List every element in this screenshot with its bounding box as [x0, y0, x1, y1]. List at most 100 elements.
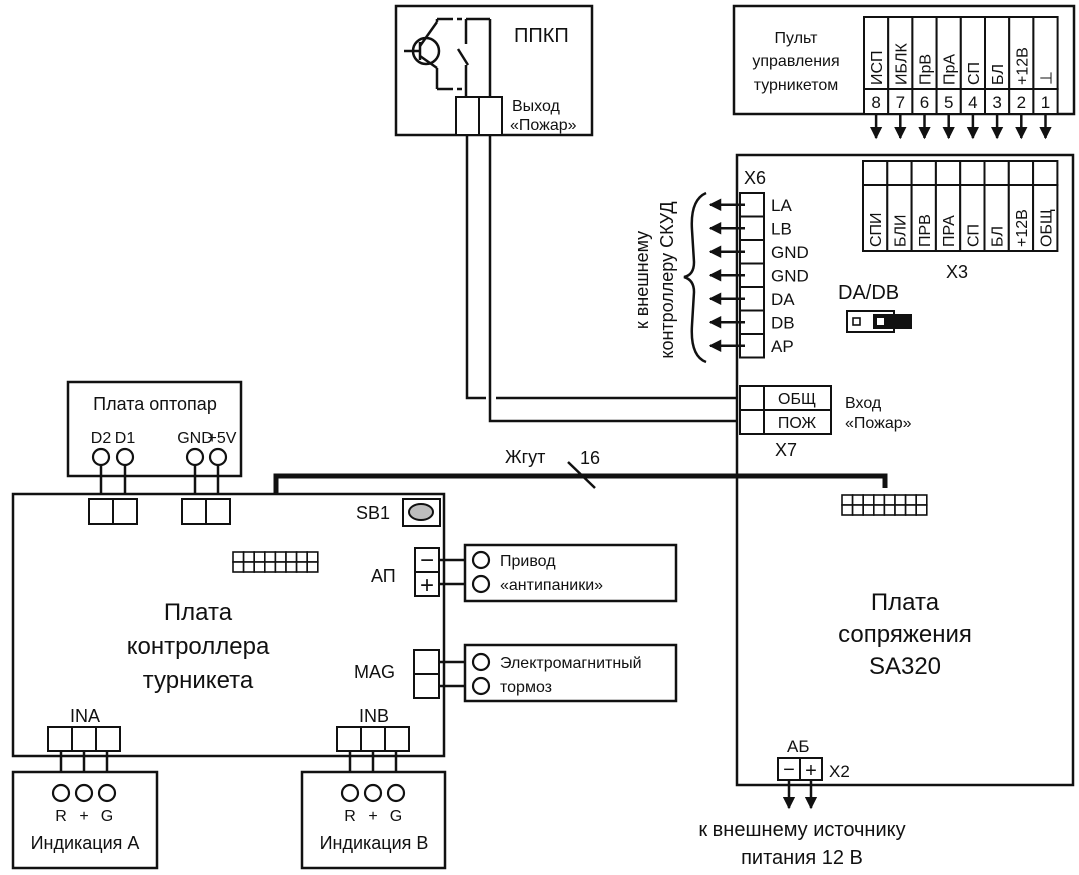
connector-pin	[883, 504, 896, 516]
ind-b-pin-r: R	[344, 808, 356, 825]
skud-annotation: к внешнему контроллеру СКУД	[632, 191, 707, 364]
skud-label-line2: контроллеру СКУД	[657, 201, 677, 358]
x3-pin-cell-top	[910, 160, 937, 186]
ppkp-block: ППКП Выход «Пожар»	[394, 4, 594, 137]
controller-title-line1: Плата	[164, 599, 233, 626]
connector-pin	[904, 504, 917, 516]
connector-pin	[841, 504, 854, 516]
opto-pin-5v: +5V	[208, 430, 237, 447]
jumper-icon	[846, 310, 912, 333]
ppkp-output-terminal-2	[478, 96, 503, 136]
remote-pin-number: 7	[896, 93, 905, 112]
remote-pin-number: 6	[920, 93, 929, 112]
electromagnetic-brake-block: Электромагнитный тормоз	[463, 643, 678, 703]
relay-switch-icon	[456, 17, 492, 97]
connector-pin	[872, 504, 886, 516]
x6-pin-label: GND	[771, 267, 809, 286]
ap-plus-sign: +	[420, 572, 434, 599]
mag-terminal-1	[413, 649, 440, 675]
x6-pin-label: GND	[771, 243, 809, 262]
sb1-button[interactable]	[402, 498, 441, 527]
connector-pin	[242, 551, 256, 563]
remote-pin-number: 2	[1017, 93, 1026, 112]
x3-pin-cell-top	[886, 160, 913, 186]
ind-a-pin-g: G	[101, 808, 113, 825]
opto-pin-gnd: GND	[177, 430, 213, 447]
x3-pin-label: СП	[965, 224, 982, 247]
power-label-line1: к внешнему источнику	[698, 819, 905, 841]
connector-pin	[915, 494, 928, 506]
connector-pin	[295, 551, 309, 563]
remote-pin-label: ПрА	[942, 54, 959, 85]
harness-count: 16	[580, 448, 600, 468]
x3-pin-cell-top	[1007, 160, 1035, 186]
connector-pin	[915, 504, 928, 516]
inb-label: INB	[359, 706, 389, 726]
sb1-label: SB1	[356, 503, 390, 523]
antipanic-drive-block: Привод «антипаники»	[463, 543, 678, 603]
remote-pin-cell	[935, 16, 962, 90]
controller-board: Плата контроллера турникета SB1 АП − + M…	[11, 492, 446, 758]
x7-input-line1: Вход	[845, 395, 882, 412]
remote-control-block: Пульт управления турникетом ИСП8ИБЛК7ПрВ…	[732, 4, 1076, 140]
skud-label-line1: к внешнему	[632, 231, 652, 329]
x6-pin-label: AP	[771, 337, 794, 356]
remote-pin-number: 5	[944, 93, 953, 112]
remote-pin-label: БЛ	[990, 64, 1007, 85]
remote-title-line3: турникетом	[754, 77, 839, 94]
ppkp-title: ППКП	[514, 25, 569, 47]
x7-label: X7	[775, 440, 797, 460]
connector-pin	[295, 561, 309, 573]
opto-terminal-d1	[115, 447, 135, 467]
ap-minus-sign: −	[420, 547, 434, 574]
connector-pin	[263, 551, 277, 563]
connector-pin	[862, 494, 875, 506]
connector-pin	[306, 561, 319, 573]
connector-pin	[883, 494, 896, 506]
opto-socket-1	[88, 498, 114, 525]
indication-b-title: Индикация В	[320, 833, 429, 853]
connector-pin	[232, 561, 245, 573]
remote-pin-cell	[1032, 16, 1059, 90]
connector-pin	[285, 551, 298, 563]
indication-a-title: Индикация А	[31, 833, 140, 853]
x3-pin-label: БЛ	[990, 226, 1007, 247]
opto-socket-2	[112, 498, 138, 525]
remote-pin-label: СП	[966, 62, 983, 85]
x3-pin-label: БЛИ	[892, 215, 909, 248]
transistor-icon	[404, 17, 448, 91]
connector-pin	[841, 494, 854, 506]
jumper-label: DA/DB	[838, 282, 899, 304]
connector-pin	[274, 561, 287, 573]
x3-pin-cell	[862, 184, 889, 252]
x3-label: X3	[946, 262, 968, 282]
x7-connector: ОБЩ ПОЖ	[739, 385, 832, 435]
curly-brace	[683, 191, 707, 364]
x3-pin-cell	[886, 184, 913, 252]
connector-pin	[306, 551, 319, 563]
x3-pin-cell	[1007, 184, 1035, 252]
x7-pin-common: ОБЩ	[778, 391, 816, 408]
connector-pin	[894, 504, 907, 516]
x6-pin-label: LA	[771, 196, 792, 215]
remote-pin-label: ИБЛК	[893, 43, 910, 86]
x3-pin-label: ПРА	[941, 215, 958, 247]
x3-pin-cell-top	[959, 160, 986, 186]
x3-pin-label: ПРВ	[917, 214, 934, 247]
x2-pin-plus: +	[805, 760, 817, 782]
connector-pin	[242, 561, 256, 573]
harness-label: Жгут	[505, 447, 545, 467]
remote-pin-number: 4	[968, 93, 977, 112]
remote-pin-number: 8	[871, 93, 880, 112]
opto-pin-d2: D2	[91, 430, 112, 447]
antipanic-line1: Привод	[500, 553, 556, 570]
remote-title-line2: управления	[752, 53, 839, 70]
optocoupler-title: Плата оптопар	[93, 394, 217, 414]
x3-pin-cell	[1032, 184, 1059, 252]
x6-label: X6	[744, 168, 766, 188]
ina-label: INA	[70, 706, 100, 726]
opto-socket-4	[205, 498, 231, 525]
connector-pin	[253, 551, 266, 563]
